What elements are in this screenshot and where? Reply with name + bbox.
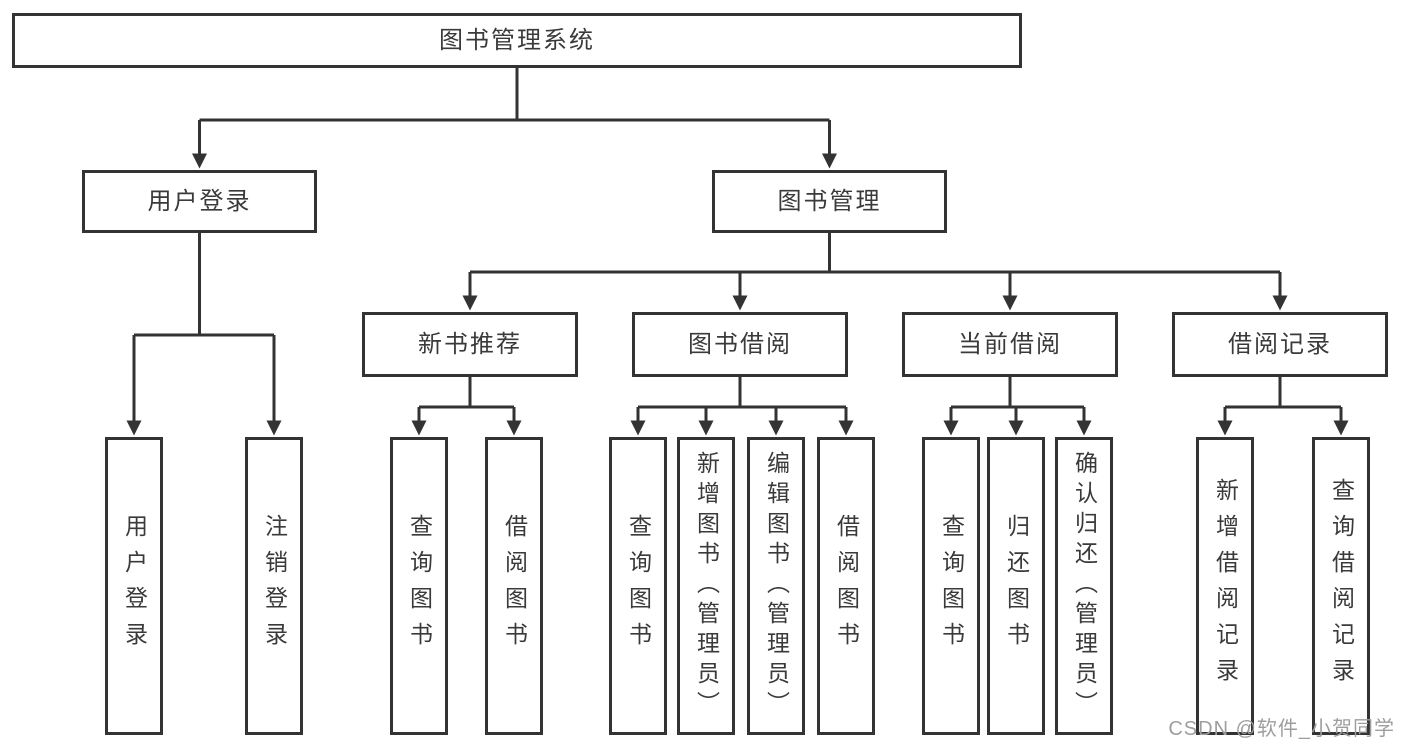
node-user-login: 用户登录 bbox=[82, 170, 317, 233]
leaf-borrow-books-recommend: 借阅图书 bbox=[485, 437, 543, 735]
node-book-management: 图书管理 bbox=[712, 170, 947, 233]
leaf-add-book-admin: 新增图书（管理员） bbox=[677, 437, 735, 735]
leaf-borrow-books-borrowing: 借阅图书 bbox=[817, 437, 875, 735]
csdn-watermark: CSDN @软件_小贺同学 bbox=[1168, 718, 1395, 740]
leaf-user-login: 用户登录 bbox=[105, 437, 163, 735]
node-new-book-recommendation: 新书推荐 bbox=[362, 312, 578, 377]
node-root-library-management-system: 图书管理系统 bbox=[12, 13, 1022, 68]
node-book-borrowing: 图书借阅 bbox=[632, 312, 848, 377]
leaf-add-borrow-record: 新增借阅记录 bbox=[1196, 437, 1254, 735]
leaf-confirm-return-admin: 确认归还（管理员） bbox=[1055, 437, 1113, 735]
node-current-borrowing: 当前借阅 bbox=[902, 312, 1118, 377]
leaf-query-books-current: 查询图书 bbox=[922, 437, 980, 735]
leaf-query-books-recommend: 查询图书 bbox=[390, 437, 448, 735]
leaf-logout: 注销登录 bbox=[245, 437, 303, 735]
leaf-return-book: 归还图书 bbox=[987, 437, 1045, 735]
leaf-query-borrow-record: 查询借阅记录 bbox=[1312, 437, 1370, 735]
leaf-query-books-borrowing: 查询图书 bbox=[609, 437, 667, 735]
leaf-edit-book-admin: 编辑图书（管理员） bbox=[747, 437, 805, 735]
node-borrowing-records: 借阅记录 bbox=[1172, 312, 1388, 377]
